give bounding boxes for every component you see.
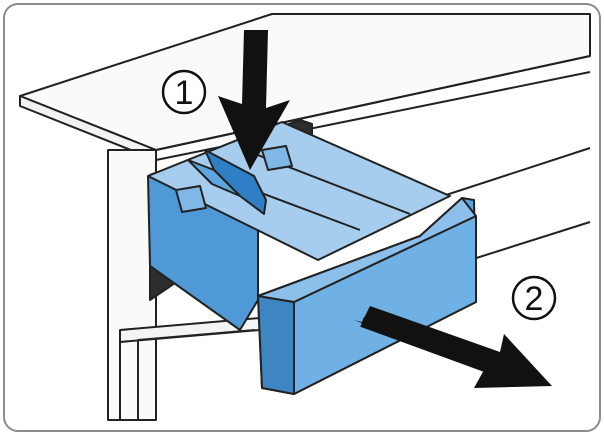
step-1-marker: 1 [161, 69, 207, 115]
press-down-arrow [218, 30, 290, 170]
step-1-number: 1 [175, 74, 194, 112]
pull-out-arrow [354, 306, 552, 388]
step-1-circle [161, 69, 207, 115]
step-2-marker: 2 [511, 275, 557, 321]
detergent-drawer [147, 121, 477, 395]
step-2-number: 2 [525, 280, 544, 318]
step-2-circle [511, 275, 557, 321]
